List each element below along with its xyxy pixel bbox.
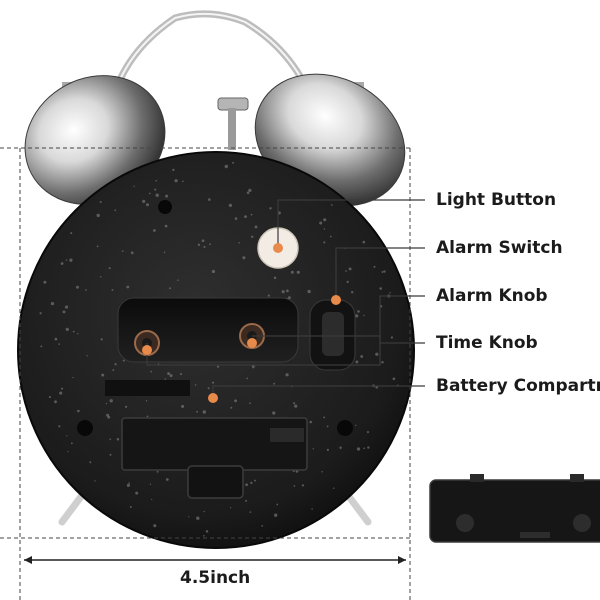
- battery-compartment-label: Battery Compartm: [436, 376, 600, 396]
- alarm-knob-label: Alarm Knob: [436, 286, 548, 306]
- alarm-switch-label: Alarm Switch: [436, 238, 563, 258]
- battery-compartment: [105, 380, 308, 499]
- dimension-guides: [0, 147, 411, 600]
- screw-holes: [77, 200, 353, 436]
- leader-lines: [146, 199, 425, 398]
- battery-cover-side-view: [429, 474, 600, 543]
- alarm-switch: [309, 299, 356, 371]
- callout-markers: [142, 243, 341, 403]
- time-knob-label: Time Knob: [436, 333, 538, 353]
- light-button-label: Light Button: [436, 190, 557, 210]
- dimension-label: 4.5inch: [180, 568, 251, 588]
